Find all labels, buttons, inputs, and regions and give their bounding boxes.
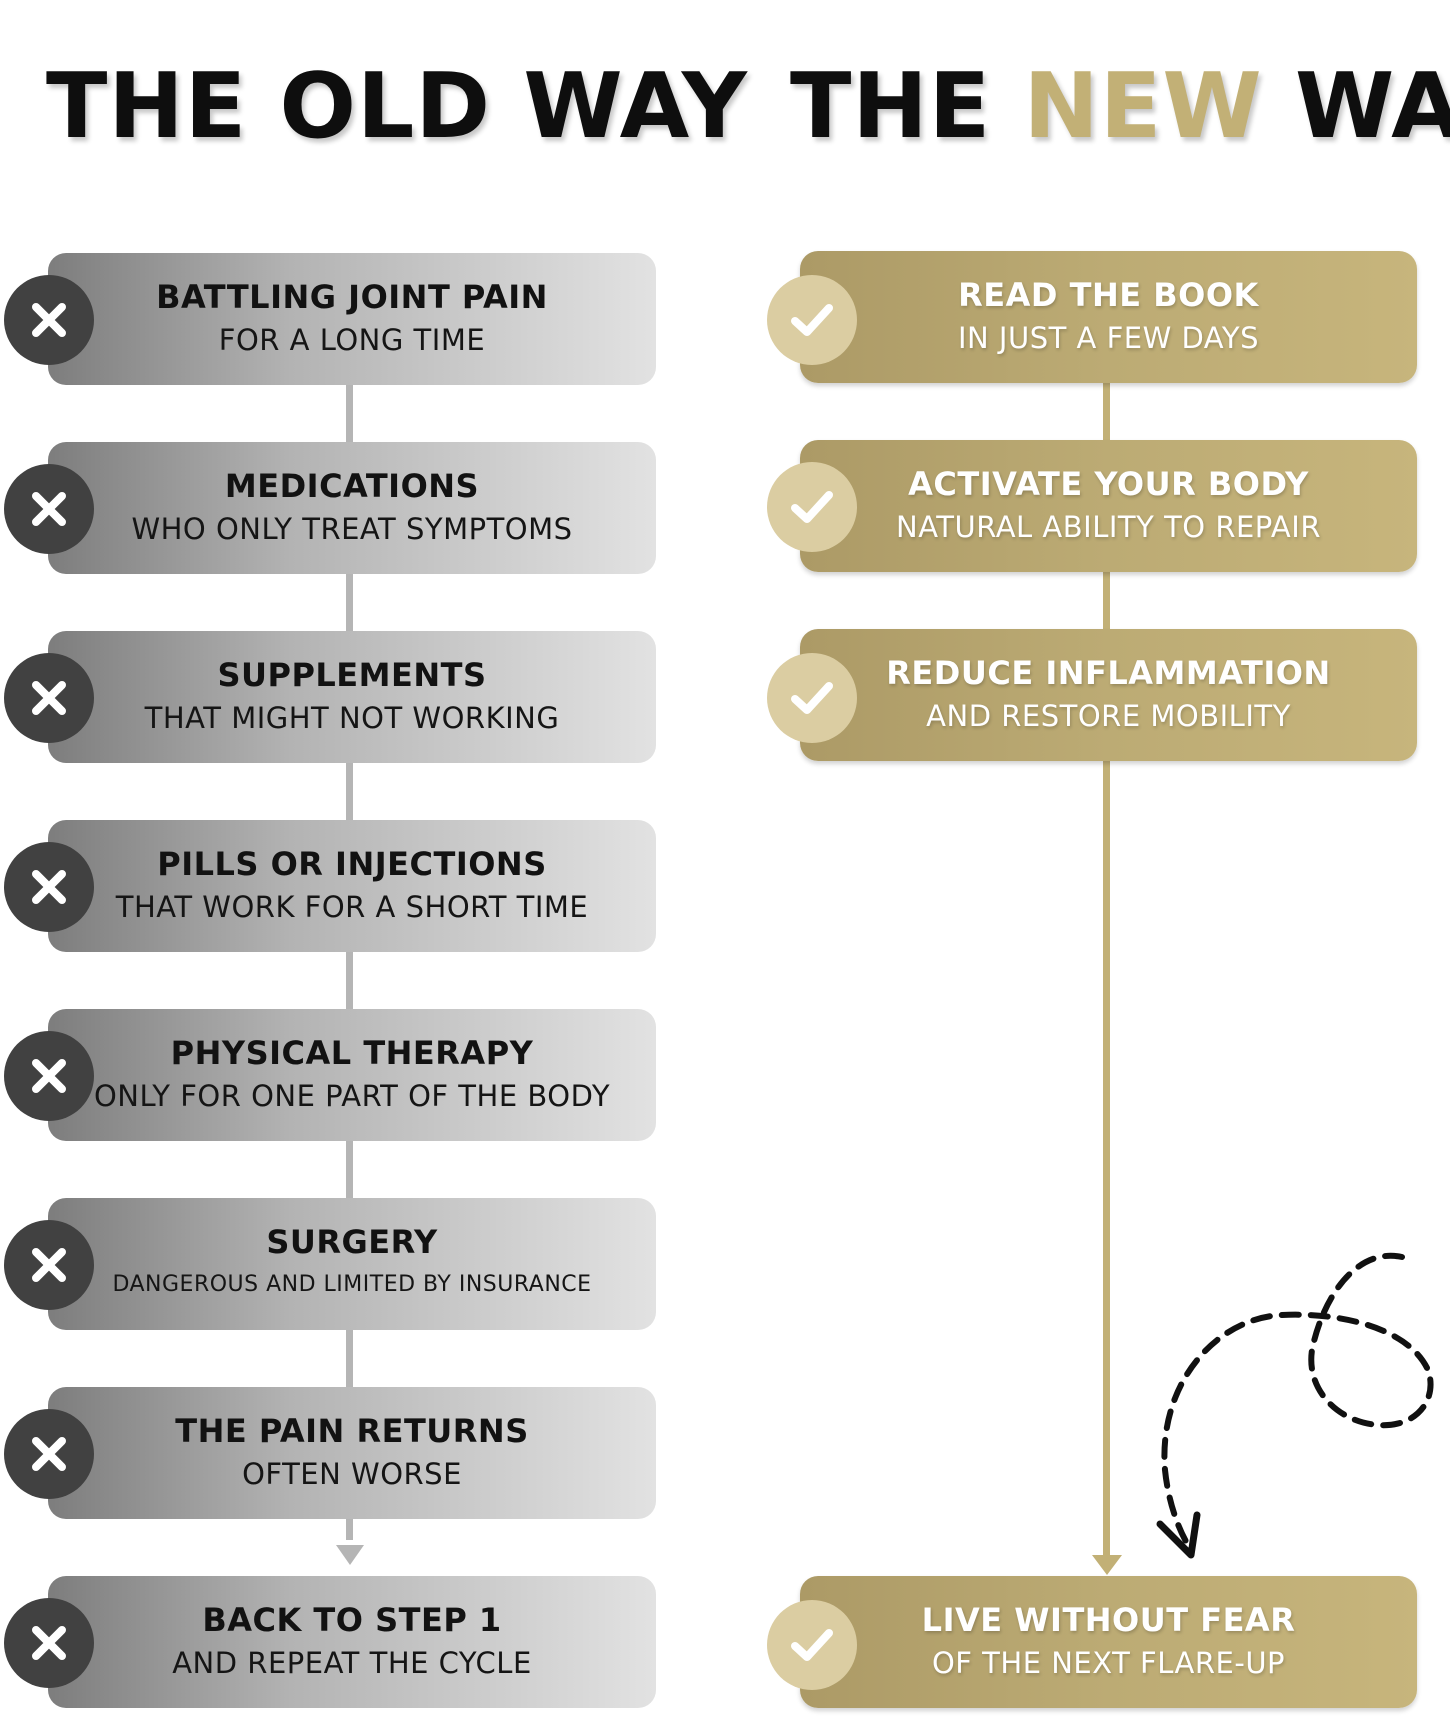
- step-subtitle: AND RESTORE MOBILITY: [926, 699, 1291, 733]
- old-way-step-4: PILLS OR INJECTIONS THAT WORK FOR A SHOR…: [48, 820, 656, 952]
- x-icon: [4, 1598, 94, 1688]
- new-way-step-3: REDUCE INFLAMMATION AND RESTORE MOBILITY: [800, 629, 1417, 761]
- new-way-step-4: LIVE WITHOUT FEAR OF THE NEXT FLARE-UP: [800, 1576, 1417, 1708]
- old-way-step-1: BATTLING JOINT PAIN FOR A LONG TIME: [48, 253, 656, 385]
- new-way-step-2: ACTIVATE YOUR BODY NATURAL ABILITY TO RE…: [800, 440, 1417, 572]
- old-way-step-3: SUPPLEMENTS THAT MIGHT NOT WORKING: [48, 631, 656, 763]
- step-subtitle: ONLY FOR ONE PART OF THE BODY: [93, 1079, 611, 1113]
- old-way-step-2: MEDICATIONS WHO ONLY TREAT SYMPTOMS: [48, 442, 656, 574]
- step-subtitle: THAT WORK FOR A SHORT TIME: [115, 890, 589, 924]
- step-subtitle: WHO ONLY TREAT SYMPTOMS: [131, 512, 573, 546]
- check-icon: [767, 275, 857, 365]
- new-way-connector-arrow: [1092, 1555, 1122, 1575]
- check-icon: [767, 653, 857, 743]
- step-title: MEDICATIONS: [224, 467, 480, 505]
- x-icon: [4, 1031, 94, 1121]
- old-way-step-8: BACK TO STEP 1 AND REPEAT THE CYCLE: [48, 1576, 656, 1708]
- check-icon: [767, 1600, 857, 1690]
- new-way-connector-line: [1103, 380, 1110, 1560]
- old-way-step-6: SURGERY DANGEROUS AND LIMITED BY INSURAN…: [48, 1198, 656, 1330]
- step-title: REDUCE INFLAMMATION: [886, 654, 1331, 692]
- step-title: THE PAIN RETURNS: [175, 1412, 529, 1450]
- step-title: BATTLING JOINT PAIN: [156, 278, 548, 316]
- step-subtitle: OFTEN WORSE: [242, 1457, 462, 1491]
- x-icon: [4, 842, 94, 932]
- old-way-connector-line: [346, 380, 353, 1540]
- new-way-heading: THE NEW WAY: [790, 52, 1450, 162]
- step-title: BACK TO STEP 1: [202, 1601, 502, 1639]
- step-subtitle: AND REPEAT THE CYCLE: [172, 1646, 532, 1680]
- step-title: LIVE WITHOUT FEAR: [921, 1601, 1296, 1639]
- step-subtitle: OF THE NEXT FLARE-UP: [931, 1646, 1286, 1680]
- x-icon: [4, 1409, 94, 1499]
- new-way-heading-suffix: WAY: [1294, 54, 1450, 159]
- step-title: SUPPLEMENTS: [217, 656, 487, 694]
- step-title: PILLS OR INJECTIONS: [157, 845, 547, 883]
- step-subtitle: DANGEROUS AND LIMITED BY INSURANCE: [112, 1272, 592, 1297]
- new-way-heading-accent: NEW: [1023, 54, 1263, 159]
- check-icon: [767, 462, 857, 552]
- step-subtitle: THAT MIGHT NOT WORKING: [144, 701, 560, 735]
- step-title: READ THE BOOK: [958, 276, 1259, 314]
- old-way-step-7: THE PAIN RETURNS OFTEN WORSE: [48, 1387, 656, 1519]
- old-way-connector-arrow: [336, 1545, 364, 1565]
- step-title: PHYSICAL THERAPY: [170, 1034, 534, 1072]
- new-way-heading-prefix: THE: [790, 54, 1024, 159]
- old-way-step-5: PHYSICAL THERAPY ONLY FOR ONE PART OF TH…: [48, 1009, 656, 1141]
- new-way-step-1: READ THE BOOK IN JUST A FEW DAYS: [800, 251, 1417, 383]
- x-icon: [4, 653, 94, 743]
- x-icon: [4, 1220, 94, 1310]
- step-subtitle: FOR A LONG TIME: [218, 323, 486, 357]
- step-subtitle: NATURAL ABILITY TO REPAIR: [896, 510, 1321, 544]
- step-title: SURGERY: [266, 1223, 438, 1261]
- x-icon: [4, 275, 94, 365]
- step-title: ACTIVATE YOUR BODY: [908, 465, 1309, 503]
- step-subtitle: IN JUST A FEW DAYS: [957, 321, 1260, 355]
- old-way-heading: THE OLD WAY: [46, 54, 748, 159]
- x-icon: [4, 464, 94, 554]
